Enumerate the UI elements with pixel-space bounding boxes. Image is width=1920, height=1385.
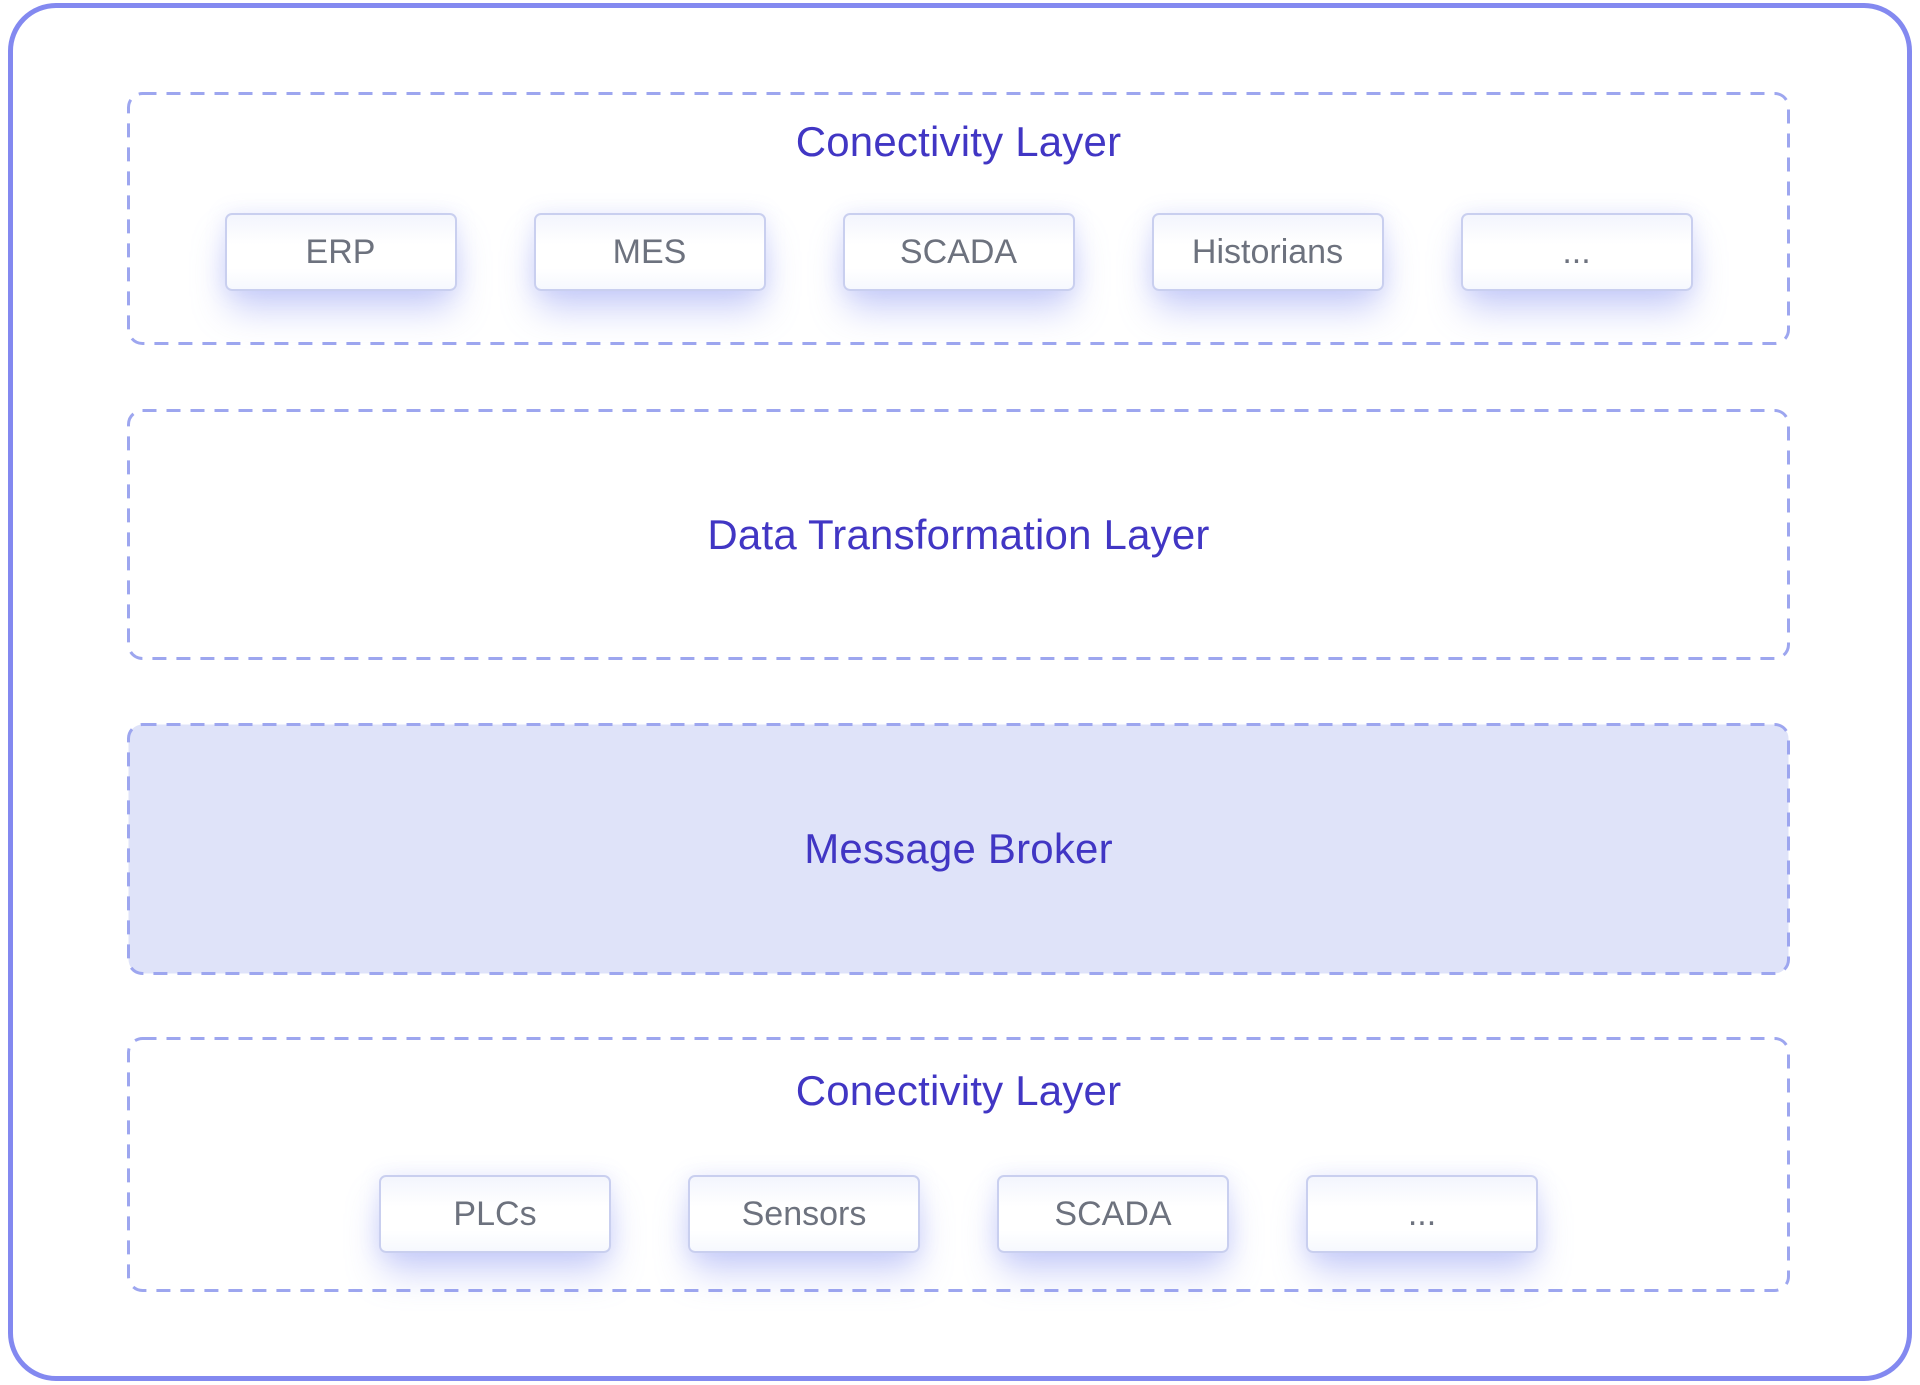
component-box-erp: ERP [224, 213, 457, 291]
component-label: SCADA [899, 232, 1018, 271]
component-box-historians: Historians [1151, 213, 1384, 291]
layer-connectivity-bottom: Conectivity Layer PLCs Sensors SCADA... [127, 1037, 1790, 1292]
component-label: Historians [1191, 232, 1344, 271]
component-box-plcs: PLCs [379, 1175, 611, 1253]
component-box-more: ... [1306, 1175, 1538, 1253]
component-row: PLCs Sensors SCADA... [127, 1175, 1790, 1253]
component-label: Sensors [741, 1194, 867, 1233]
layer-title: Conectivity Layer [795, 1067, 1122, 1114]
layer-connectivity-top: Conectivity Layer ERP MES SCADA Historians.… [127, 92, 1790, 345]
layer-title: Data Transformation Layer [707, 510, 1210, 558]
layer-title: Message Broker [804, 825, 1113, 872]
component-label: ... [1407, 1194, 1437, 1233]
layer-message-broker: Message Broker [127, 723, 1790, 975]
component-box-scada: SCADA [997, 1175, 1229, 1253]
component-box-mes: MES [533, 213, 766, 291]
component-box-scada: SCADA [842, 213, 1075, 291]
component-label: ERP [305, 232, 376, 271]
layer-title: Conectivity Layer [795, 118, 1122, 165]
layer-data-transformation: Data Transformation Layer [127, 409, 1790, 660]
component-label: ... [1562, 232, 1591, 271]
component-box-more: ... [1460, 213, 1693, 291]
component-label: PLCs [453, 1194, 537, 1233]
component-label: SCADA [1054, 1194, 1172, 1233]
component-label: MES [612, 232, 687, 271]
component-box-sensors: Sensors [688, 1175, 920, 1253]
diagram-outer-frame [8, 3, 1912, 1381]
component-row: ERP MES SCADA Historians... [127, 213, 1790, 291]
